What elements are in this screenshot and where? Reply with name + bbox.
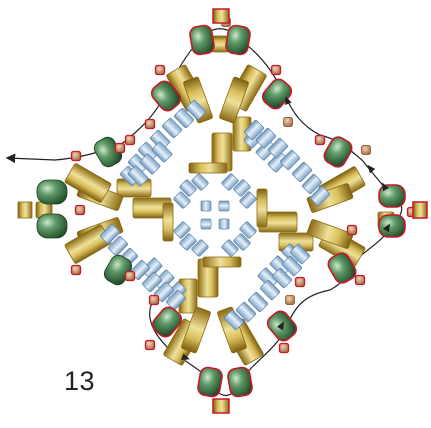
green-bead: [321, 134, 354, 169]
seed-bead: [126, 136, 135, 145]
seed-bead: [348, 226, 357, 235]
seed-bead: [116, 144, 125, 153]
tip-bead: [18, 202, 32, 218]
seed-bead: [150, 296, 159, 305]
green-bead: [197, 366, 224, 397]
gold-bead: [163, 203, 173, 241]
tip-bead: [413, 202, 427, 218]
seed-bead: [316, 136, 325, 145]
blue-bead: [219, 219, 229, 229]
seed-bead: [284, 118, 293, 127]
thread-path: [8, 29, 402, 396]
seed-bead: [72, 152, 81, 161]
seed-bead: [286, 296, 295, 305]
blue-bead: [201, 201, 211, 211]
seed-bead: [72, 266, 81, 275]
gold-bead-layer: [36, 36, 394, 394]
green-bead: [227, 366, 254, 397]
seed-bead: [76, 206, 85, 215]
seed-bead: [280, 344, 289, 353]
thread-path-arrow: [365, 163, 376, 174]
green-bead: [37, 180, 67, 204]
blue-bead: [201, 219, 211, 229]
step-number-label: 13: [64, 366, 95, 397]
seed-bead: [146, 341, 155, 350]
seed-bead: [156, 66, 165, 75]
tip-bead: [213, 399, 229, 413]
green-bead: [189, 24, 216, 55]
blue-bead: [151, 141, 172, 162]
thread-paths: [8, 29, 402, 396]
gold-bead: [257, 189, 267, 227]
tip-bead: [213, 9, 229, 23]
seed-bead: [362, 146, 371, 155]
gold-bead: [189, 163, 227, 173]
seed-bead: [356, 276, 365, 285]
green-bead: [37, 214, 67, 238]
seed-bead: [272, 66, 281, 75]
blue-bead: [280, 150, 301, 171]
green-bead: [260, 76, 295, 112]
green-bead: [379, 215, 405, 237]
green-bead: [225, 24, 252, 55]
blue-bead: [260, 280, 281, 301]
blue-bead: [219, 201, 229, 211]
gold-bead: [203, 257, 241, 267]
seed-bead: [146, 120, 155, 129]
seed-bead: [126, 272, 135, 281]
seed-bead: [296, 278, 305, 287]
